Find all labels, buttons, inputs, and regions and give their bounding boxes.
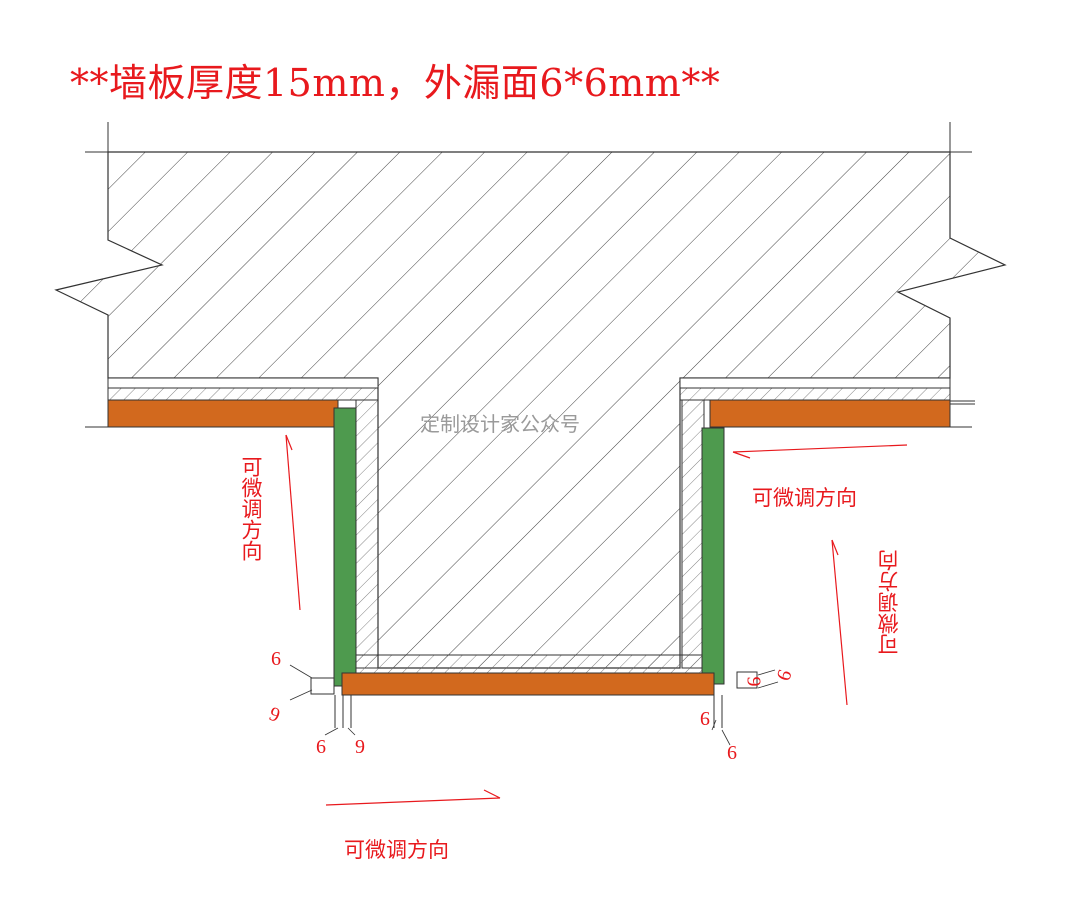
left-joint-detail: [310, 677, 335, 695]
adjust-label-right-horizontal: 可微调方向: [752, 486, 857, 510]
dimension-right-a: 9: [742, 676, 765, 687]
backing-strip-right-vertical: [681, 399, 705, 669]
orange-panel-top-right: [709, 399, 951, 428]
adjust-arrow-left-vertical: [285, 434, 301, 611]
backing-strip-left-vertical: [355, 399, 379, 669]
dimension-leaders: [289, 664, 779, 746]
adjust-label-left-vertical: 可微调方向: [239, 456, 263, 561]
watermark: 定制设计家公众号: [420, 412, 580, 436]
dimension-left-d: 9: [355, 736, 365, 758]
dimension-left-a: 6: [271, 648, 281, 670]
adjust-arrow-right-vertical: [831, 539, 848, 706]
adjust-label-bottom-horizontal: 可微调方向: [344, 838, 449, 862]
backing-strip-top-right-2: [679, 387, 951, 401]
green-panel-left: [333, 407, 357, 687]
right-joint-detail: [736, 671, 758, 689]
green-panel-right: [701, 427, 725, 685]
backing-strip-top-left-2: [107, 387, 379, 401]
orange-panel-top-left: [107, 399, 339, 428]
diagram-title: **墙板厚度15mm，外漏面6*6mm**: [70, 61, 721, 105]
backing-strip-top-left-1: [107, 377, 379, 389]
dimension-right-d: 6: [727, 742, 737, 764]
adjust-arrow-bottom-horizontal: [325, 789, 501, 806]
adjust-label-right-vertical: 可微调方向: [877, 550, 901, 655]
dimension-left-c: 6: [316, 736, 326, 758]
orange-panel-bottom: [341, 672, 715, 696]
dimension-right-c: 9: [700, 707, 710, 729]
backing-strip-top-right-1: [679, 377, 951, 389]
backing-strip-bottom: [355, 654, 703, 674]
adjust-arrow-right-horizontal: [732, 444, 908, 459]
